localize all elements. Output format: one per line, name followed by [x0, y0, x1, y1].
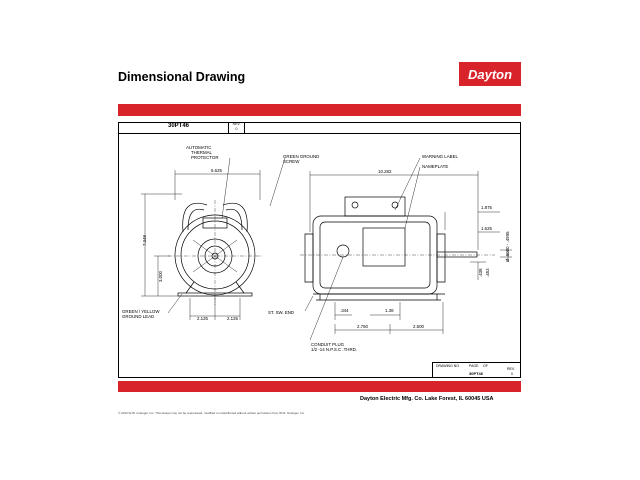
side-view-conduit-box: [344, 196, 406, 217]
label-green-ground: GREEN GROUND: [283, 154, 319, 159]
leader-st-sw-end: [304, 295, 314, 312]
side-view-box-screw-right: [391, 201, 399, 209]
header-divider: [118, 133, 521, 134]
label-conduit-plug: CONDUIT PLUG: [311, 342, 345, 347]
dim-2125-a: 2.125: [197, 316, 209, 321]
tb-of-label: OF: [483, 364, 488, 368]
dim-438-line: [470, 261, 486, 280]
header-rev-value: 0: [235, 127, 238, 131]
end-view-right-loop-inner: [225, 208, 243, 231]
leader-warning-label: [394, 157, 421, 211]
title-block: DRAWING NO. PAGE OF REV. 30PT46 0: [432, 362, 521, 378]
leader-thermal-protector: [221, 157, 231, 219]
nameplate-area: [362, 227, 406, 267]
label-automatic: AUTOMATIC: [186, 145, 211, 150]
dim-2500: 2.500: [413, 324, 425, 329]
dim-2750-2500-lines: [334, 302, 444, 334]
dim-3000: 3.000: [158, 270, 163, 282]
end-view-outer-housing: [174, 214, 256, 296]
side-view-box-screw-left: [351, 201, 359, 209]
dim-2125-b: 2.125: [227, 316, 239, 321]
tb-rev: 0: [511, 372, 513, 376]
end-view-centerlines: [168, 200, 262, 305]
tb-drawing-no-label: DRAWING NO.: [436, 364, 460, 368]
dim-5625: 5.625: [211, 168, 223, 173]
dim-344: .344: [340, 308, 349, 313]
end-view-left-lifting-loop: [182, 202, 208, 233]
dim-shaft-line: [500, 249, 512, 262]
label-thermal: THERMAL: [191, 150, 213, 155]
page-title: Dimensional Drawing: [118, 70, 246, 84]
dim-1875: 1.875: [481, 205, 493, 210]
label-screw: SCREW: [283, 159, 300, 164]
dim-3000-line: [154, 255, 170, 296]
drawing-frame: [118, 122, 521, 378]
header-rev-label: REV.: [232, 122, 241, 126]
dim-2125-lines: [189, 298, 241, 320]
side-view-shaft: [436, 251, 478, 258]
part-number: 30PT46: [168, 123, 190, 129]
dim-2750: 2.750: [357, 324, 369, 329]
footer-address: Dayton Electric Mfg. Co. Lake Forest, IL…: [360, 396, 494, 402]
dim-453: .453: [485, 268, 490, 277]
dim-7348: 7.348: [142, 234, 147, 246]
tb-drawing-no: 30PT46: [469, 371, 484, 376]
top-red-band: [118, 104, 521, 116]
side-view-end-bells: [304, 233, 446, 283]
dim-shaft: Ø .5000 - .4995: [505, 231, 510, 262]
leader-nameplate: [404, 166, 421, 229]
label-green-yellow: GREEN / YELLOW: [122, 309, 160, 314]
dim-5625-line: [174, 170, 261, 200]
label-ground-lead: GROUND LEAD: [122, 314, 154, 319]
dim-344-138-lines: [334, 302, 401, 320]
dim-138: 1.38: [385, 308, 394, 313]
label-st-sw-end: ST. SW. END: [268, 310, 294, 315]
label-conduit-thread: 1/2 -14 N.P.S.C .THRD.: [311, 347, 357, 352]
dim-10282: 10.282: [378, 169, 392, 174]
end-view-base-legs: [185, 281, 245, 294]
tb-rev-label: REV.: [507, 367, 515, 371]
leader-ground-lead: [167, 293, 183, 314]
bottom-red-band: [118, 381, 521, 392]
dim-10282-line: [309, 171, 479, 250]
header-rev-box: REV. 0: [228, 122, 245, 133]
leader-ground-screw: [269, 157, 286, 207]
label-warning: WARNING LABEL: [422, 154, 459, 159]
end-view-right-lifting-loop: [222, 202, 248, 233]
label-protector: PROTECTOR: [191, 155, 218, 160]
end-view-bell-ring: [180, 220, 250, 290]
label-nameplate: NAMEPLATE: [422, 164, 448, 169]
copyright-notice: © 2013 W.W. Grainger, Inc. This design m…: [118, 411, 305, 415]
side-view-conduit-hole: [336, 244, 350, 258]
dim-1625: 1.625: [481, 226, 493, 231]
end-view-left-loop-inner: [187, 208, 205, 231]
dayton-logo: Dayton: [459, 62, 521, 86]
leader-conduit-plug: [309, 256, 344, 341]
side-view-base: [313, 293, 445, 301]
dim-438: .438: [478, 268, 483, 277]
dim-7348-line: [141, 193, 182, 297]
tb-page-label: PAGE: [469, 364, 479, 368]
dim-1875-1625-lines: [444, 211, 500, 233]
